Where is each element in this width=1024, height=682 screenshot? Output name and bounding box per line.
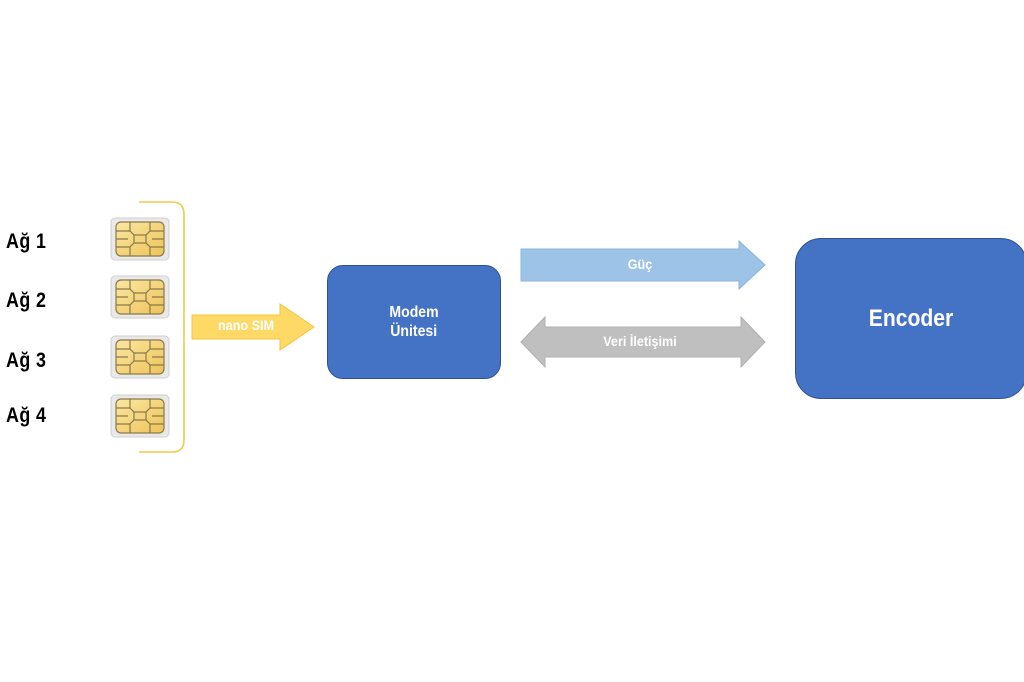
nano-sim-label: nano SIM (217, 317, 274, 333)
modem-line-2: Ünitesi (390, 323, 438, 340)
modem-line-1: Modem (389, 304, 439, 321)
power-arrow (520, 239, 766, 291)
data-communication-label: Veri İletişimi (603, 333, 677, 349)
network-label-4: Ağ 4 (6, 404, 47, 427)
network-label-3: Ağ 3 (6, 349, 47, 372)
data-communication-arrow (520, 315, 766, 369)
power-label: Güç (627, 256, 653, 272)
network-label-2: Ağ 2 (6, 289, 47, 312)
network-label-1: Ağ 1 (6, 230, 47, 253)
modem-unit-box: Modem Ünitesi (327, 265, 501, 379)
nano-sim-arrow (191, 303, 315, 351)
encoder-label: Encoder (868, 304, 954, 332)
encoder-box: Encoder (795, 238, 1024, 399)
